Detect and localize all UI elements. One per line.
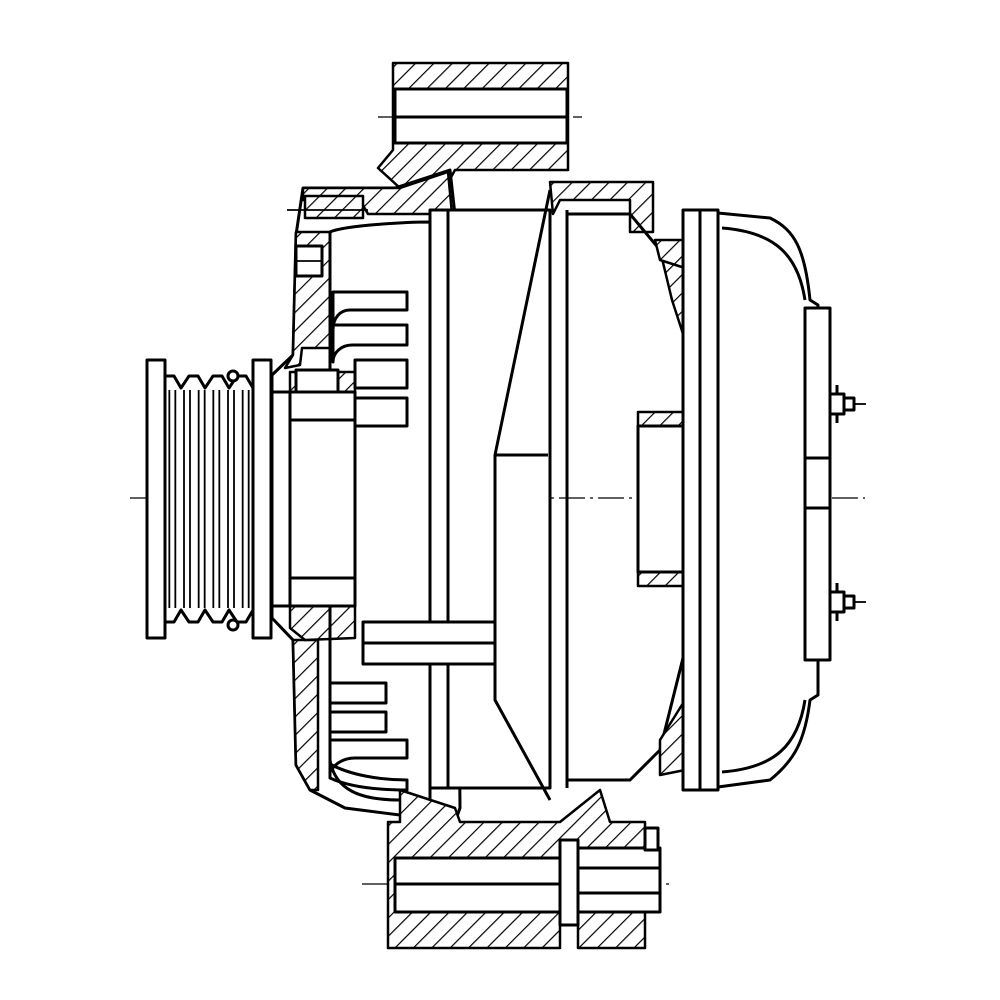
top-fastener <box>287 194 368 278</box>
pulley-grooved-body <box>163 374 255 624</box>
pulley-front-flange <box>145 358 167 640</box>
rear-cover-shell <box>716 211 820 789</box>
bottom-mounting-ear <box>386 788 662 950</box>
top-mounting-ear <box>376 61 570 190</box>
rear-housing <box>548 180 720 792</box>
pulley <box>145 358 273 640</box>
pulley-groove-lines <box>168 390 250 608</box>
front-bearing <box>270 368 357 608</box>
rotor-claw-pole <box>493 189 552 801</box>
bottom-bushing <box>576 846 662 914</box>
lower-vent-slots <box>328 681 409 792</box>
pulley-rivet-top <box>226 369 240 383</box>
rear-cover <box>716 211 866 789</box>
stator-core <box>428 208 552 790</box>
pulley-rear-flange <box>251 358 273 640</box>
terminal-bolt-upper <box>828 385 866 423</box>
pulley-rivet-bottom <box>226 618 240 632</box>
terminal-plate <box>803 306 832 662</box>
rotor-stator <box>361 189 569 801</box>
terminal-bolt-lower <box>828 583 866 621</box>
